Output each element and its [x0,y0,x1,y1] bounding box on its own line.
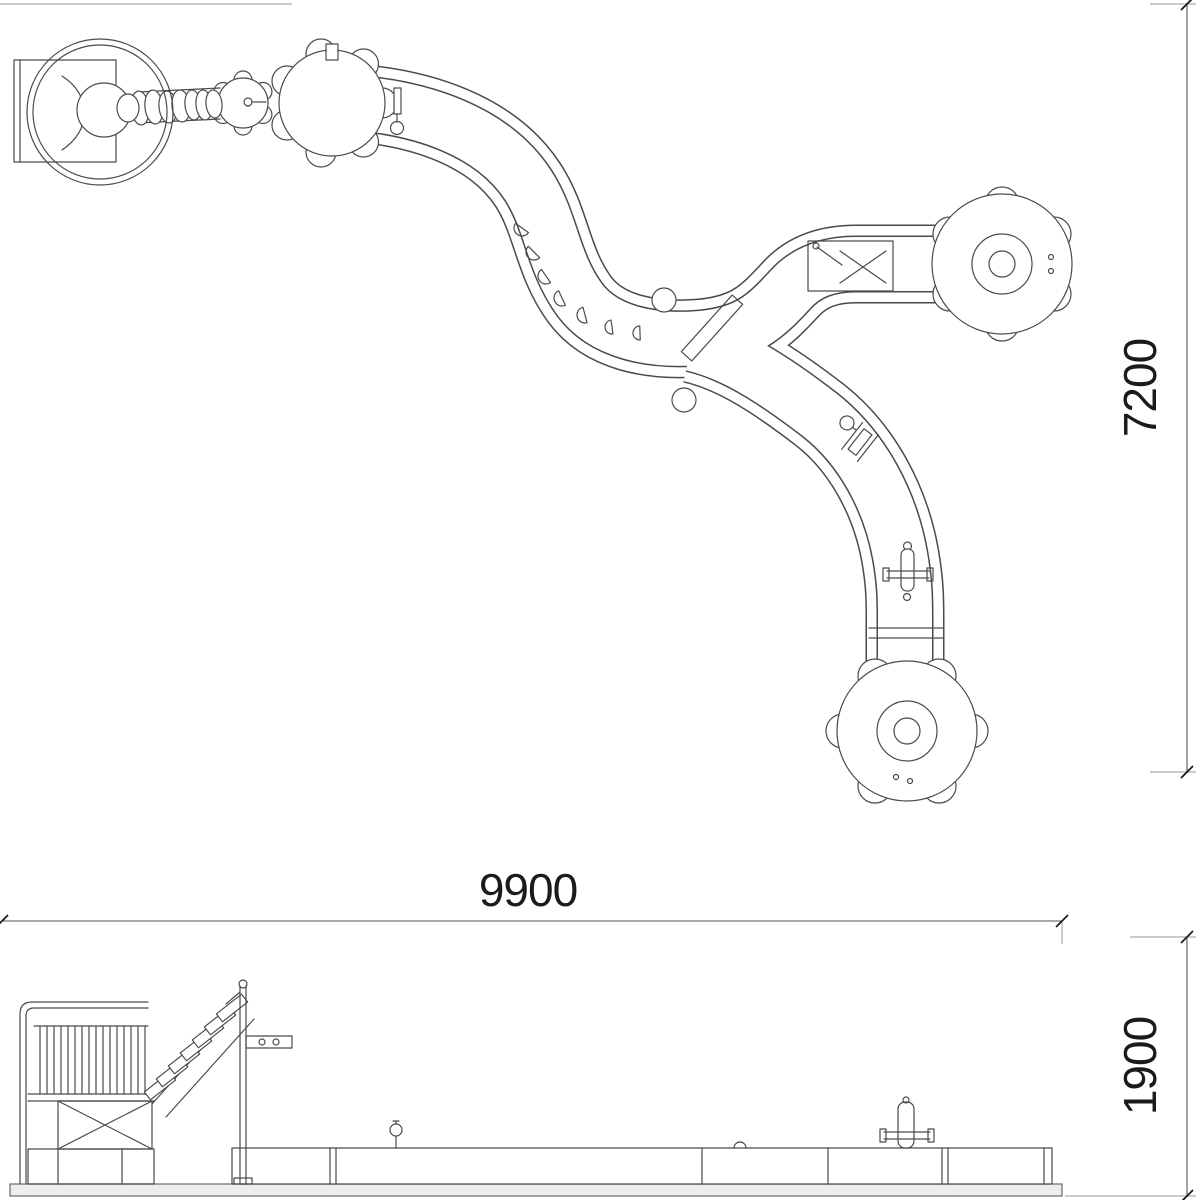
anchor-key-detail [389,87,405,136]
entry-platform-node [271,38,398,168]
valve-detail [839,415,879,463]
channel-junction [651,287,744,413]
dim-1900-label: 1900 [1114,1017,1166,1115]
slide-channel [351,63,1000,728]
spiral-tube [130,87,223,126]
elevation-view [9,979,1063,1197]
bottom-end-pool-node [825,658,989,804]
section-marker-box [807,240,894,292]
ground-base [9,1183,1063,1197]
staircase [143,993,255,1118]
platform-railing [19,1001,155,1185]
support-pole [225,979,293,1185]
channel-fittings [389,1096,935,1149]
right-end-pool-node [931,186,1073,342]
channel-side-profile [231,1147,1053,1185]
plan-view [13,38,1073,804]
tower-structure [13,38,174,186]
connector-node [213,70,273,136]
t-handle-detail [868,541,944,639]
dim-7200-label: 7200 [1114,339,1166,437]
platform-base-structure [27,1100,155,1185]
dimension-9900: 9900 [0,864,1069,944]
climbing-holds [513,222,641,341]
dimension-1900: 1900 [1065,930,1196,1200]
dim-9900-label: 9900 [479,864,577,916]
dimension-7200: 7200 [0,0,1196,779]
